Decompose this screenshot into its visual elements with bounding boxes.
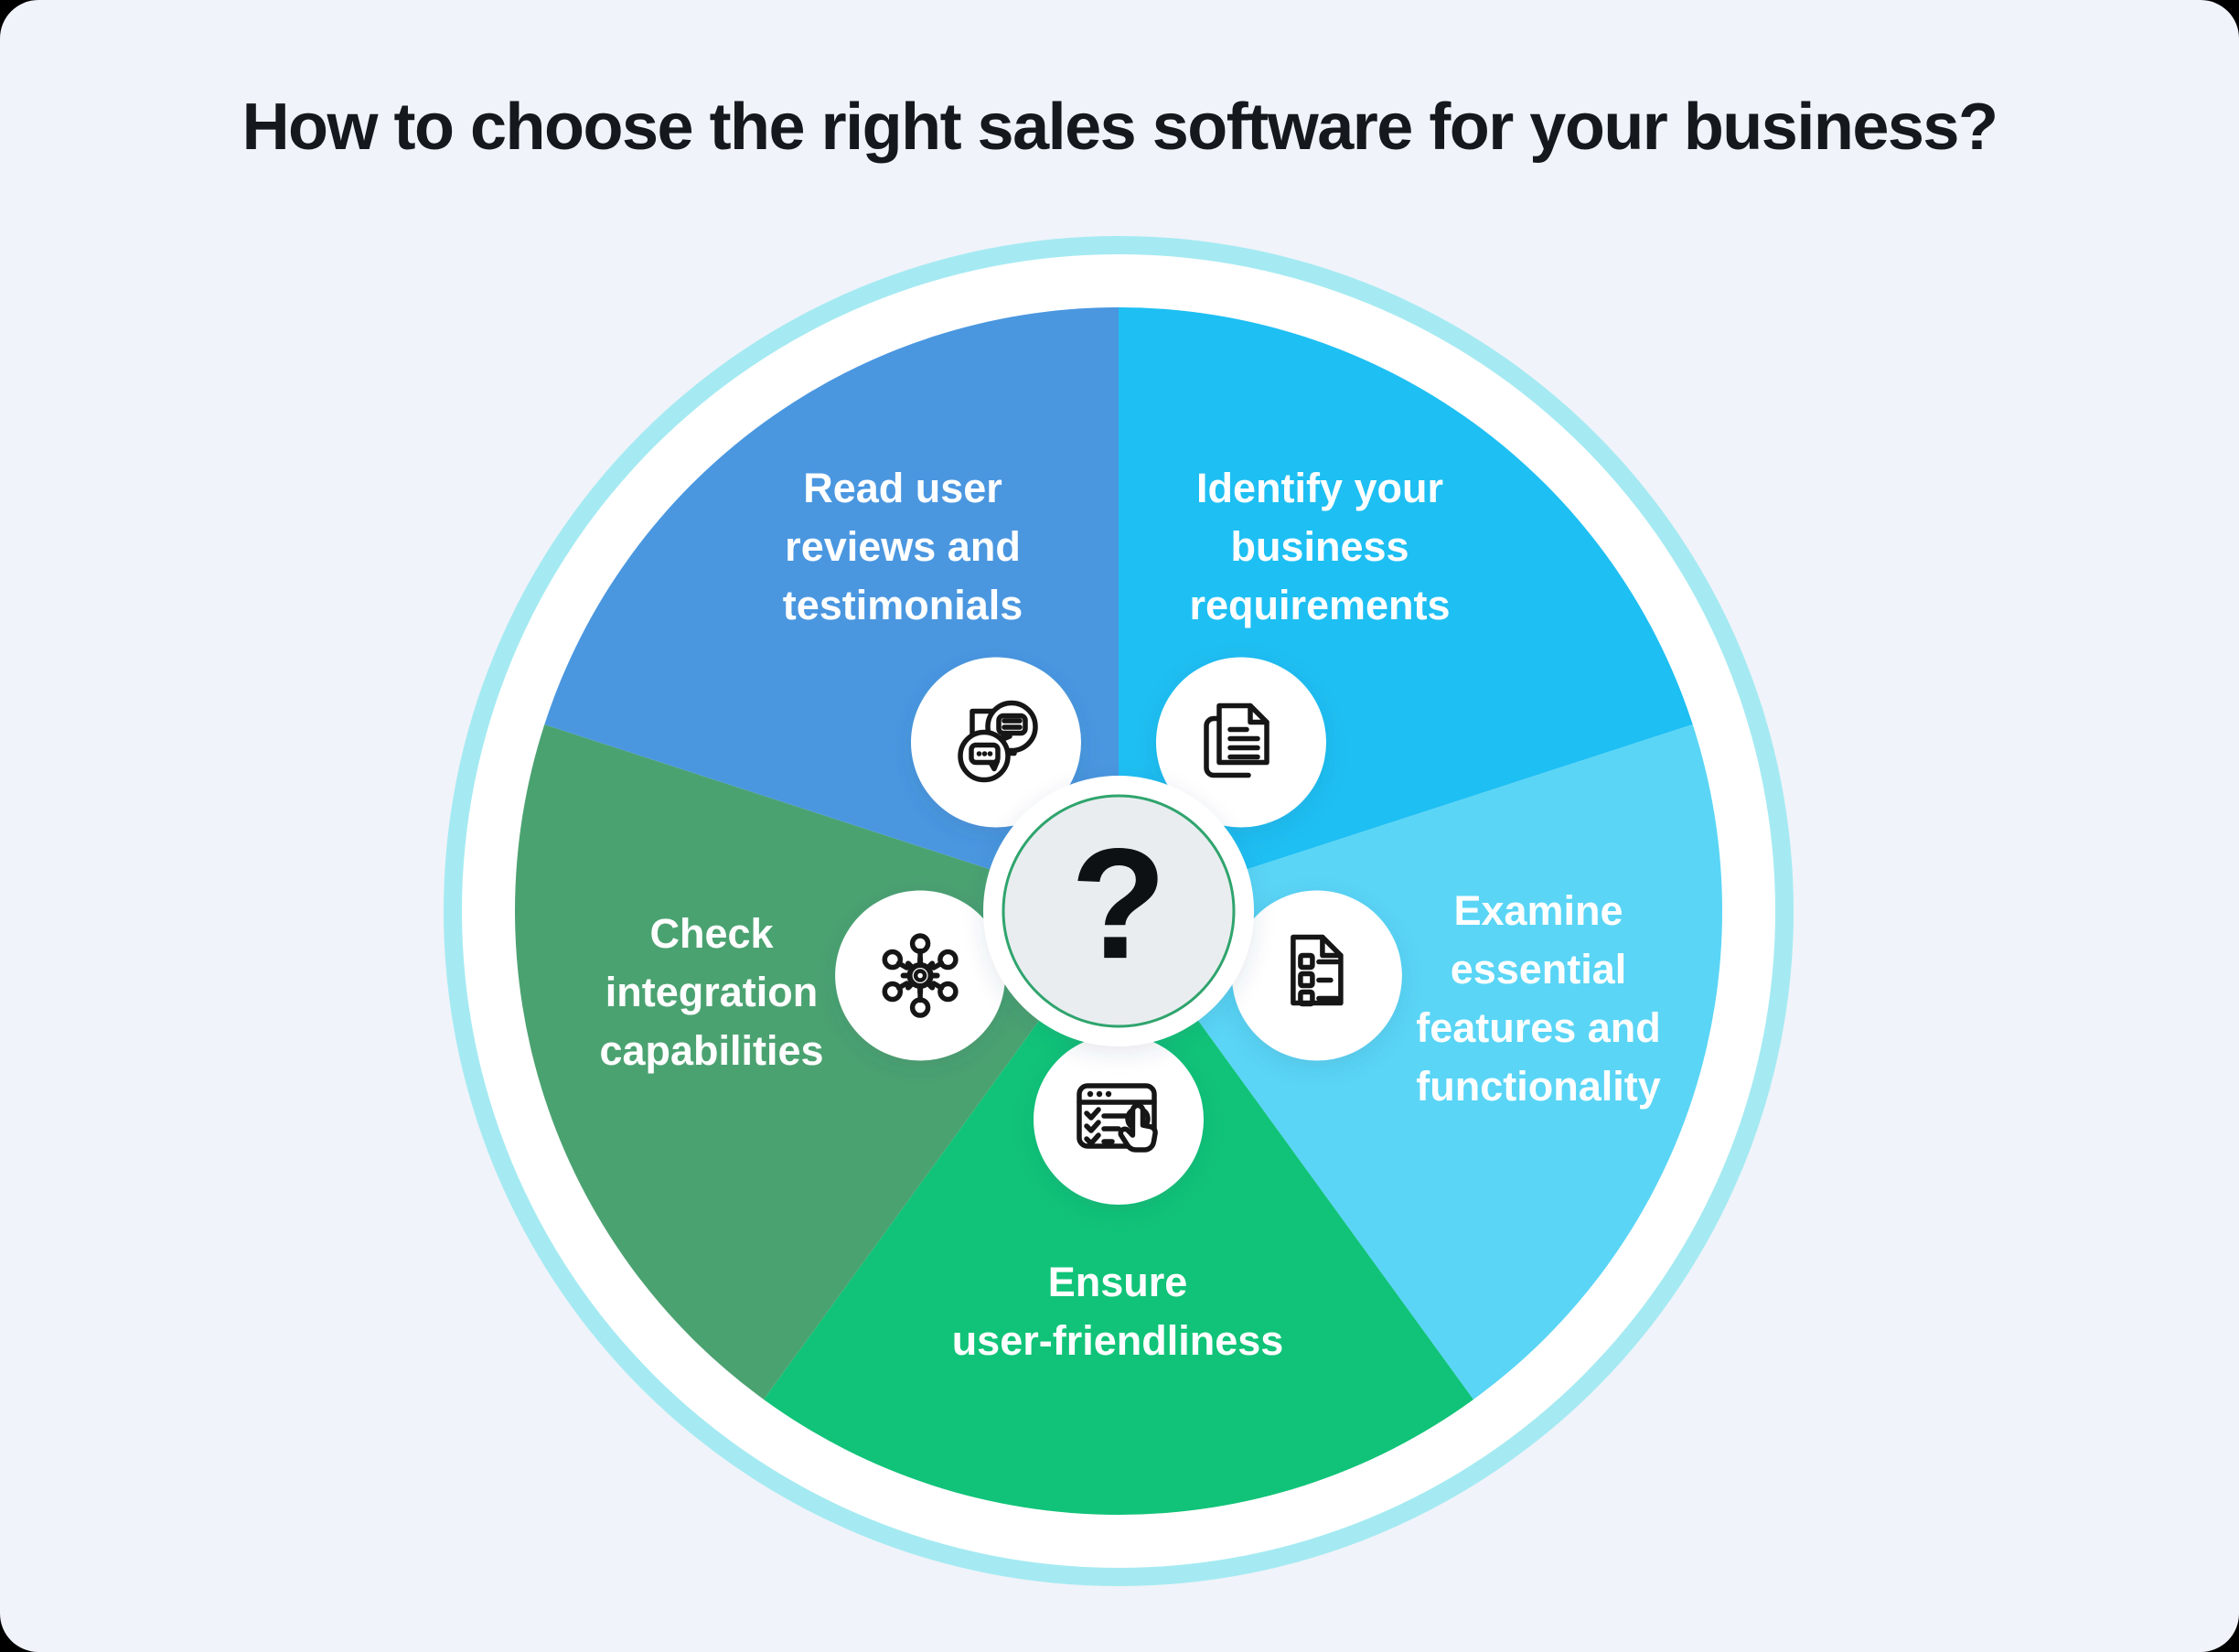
label-line: testimonials <box>782 582 1023 628</box>
examine-icon-bubble <box>1231 890 1402 1061</box>
check-icon-bubble <box>835 890 1006 1061</box>
label-line: Identify your <box>1195 465 1444 511</box>
label-line: capabilities <box>599 1027 824 1074</box>
label-line: user-friendliness <box>951 1317 1284 1364</box>
label-line: business <box>1230 523 1409 570</box>
center-question-circle <box>1002 794 1236 1028</box>
segment-examine-essential-features-and-functionality <box>1119 724 1723 1400</box>
read-icon-bubble <box>911 657 1081 828</box>
label-line: Read user <box>803 465 1002 511</box>
segment-label-read: Read user reviews and testimonials <box>783 459 1023 635</box>
label-line: integration <box>605 969 819 1015</box>
chat-bubbles-icon <box>958 700 1038 783</box>
label-line: reviews and <box>785 523 1021 570</box>
segment-label-examine: Examine essential features and functiona… <box>1416 882 1661 1116</box>
label-line: functionality <box>1416 1063 1661 1110</box>
label-line: Examine <box>1453 887 1623 934</box>
segment-ensure-user-friendliness <box>764 911 1473 1515</box>
segment-check-integration-capabilities <box>514 724 1119 1400</box>
label-line: requirements <box>1189 582 1451 628</box>
segment-label-check: Check integration capabilities <box>599 905 823 1080</box>
ensure-icon-bubble <box>1034 1035 1204 1205</box>
label-line: Ensure <box>1047 1259 1188 1305</box>
page-title: How to choose the right sales software f… <box>241 91 1998 164</box>
segment-label-identify: Identify your business requirements <box>1189 459 1450 635</box>
identify-icon-bubble <box>1156 657 1326 828</box>
decision-wheel <box>444 236 1794 1586</box>
segment-label-ensure: Ensure user-friendliness <box>952 1253 1284 1370</box>
label-line: features and <box>1416 1004 1661 1051</box>
question-mark: ? <box>1070 816 1167 992</box>
label-line: Check <box>649 910 774 957</box>
icon-circle <box>835 890 1006 1061</box>
checklist-document-icon <box>1291 934 1344 1007</box>
label-line: essential <box>1450 946 1627 992</box>
document-icon <box>1204 703 1269 778</box>
integration-hub-icon <box>882 933 959 1018</box>
browser-click-icon <box>1077 1083 1158 1153</box>
